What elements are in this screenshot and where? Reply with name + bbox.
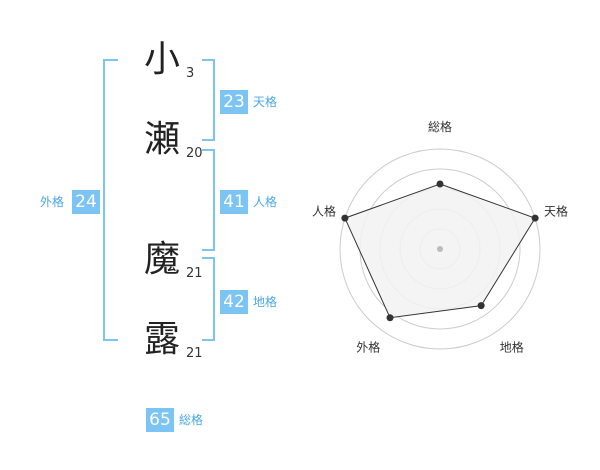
soukaku-label: 総格 <box>179 413 204 427</box>
tenkaku-label: 天格 <box>253 95 278 109</box>
chikaku-value: 42 <box>220 290 248 314</box>
radar-point-3 <box>477 302 485 310</box>
radar-axis-label-1: 総格 <box>428 119 452 134</box>
stroke-count-4: 21 <box>186 346 203 361</box>
stroke-count-2: 20 <box>186 146 203 161</box>
radar-grid-ring <box>339 148 541 350</box>
name-char-2: 瀬 <box>143 119 180 160</box>
stroke-count-3: 21 <box>186 266 203 281</box>
jinkaku-label: 人格 <box>253 195 278 209</box>
radar-axis-label-4: 外格 <box>356 340 380 355</box>
radar-point-1 <box>436 180 444 188</box>
radar-point-2 <box>531 214 539 222</box>
stroke-count-1: 3 <box>186 66 195 81</box>
chikaku-label: 地格 <box>253 295 278 309</box>
name-char-1: 小 <box>143 39 180 80</box>
radar-axis-label-2: 天格 <box>544 203 568 218</box>
gaikaku-value: 24 <box>72 190 100 214</box>
radar-axis-label-5: 人格 <box>312 203 336 218</box>
soukaku-value: 65 <box>146 408 174 432</box>
name-char-4: 露 <box>143 319 180 360</box>
jinkaku-value: 41 <box>220 190 248 214</box>
radar-point-4 <box>386 314 394 322</box>
radar-center-dot <box>437 246 443 252</box>
radar-point-5 <box>341 214 349 222</box>
tenkaku-value: 23 <box>220 90 248 114</box>
name-char-3: 魔 <box>143 239 180 280</box>
gaikaku-label: 外格 <box>40 195 65 209</box>
radar-axis-label-3: 地格 <box>500 340 524 355</box>
